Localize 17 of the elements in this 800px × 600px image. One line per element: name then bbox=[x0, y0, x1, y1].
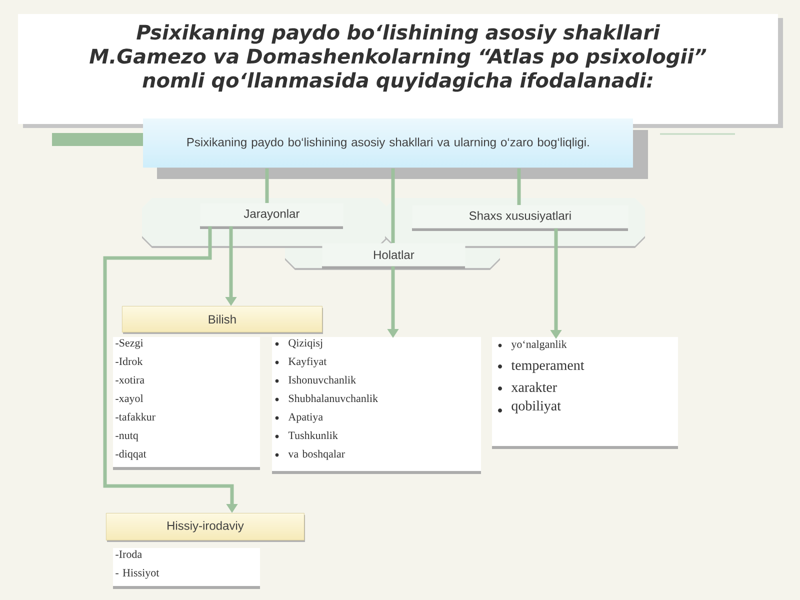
label-box: Shaxs xususiyatlari bbox=[412, 205, 628, 231]
category-box: Bilish bbox=[122, 306, 323, 334]
node-label: Jarayonlar bbox=[244, 209, 300, 220]
label-box: Jarayonlar bbox=[200, 203, 344, 229]
connector bbox=[265, 168, 269, 203]
list-box: Qiziqisj Kayfiyat Ishonuvchanlik Shubhalanuvchanlik Apatiya Tushkunlik va boshqalar bbox=[272, 337, 481, 474]
label-box: Holatlar bbox=[322, 243, 466, 269]
connector bbox=[391, 168, 395, 243]
category-box: Hissiy-irodaviy bbox=[106, 513, 305, 542]
list-box: yo‘nalganlik temperament xarakter qobiliyat bbox=[492, 337, 678, 449]
list-box: -Sezgi -Idrok -xotira -xayol -tafakkur -nutq -diqqat bbox=[113, 337, 260, 470]
title-box: Psixikaning paydo bo‘lishining asosiy shakllari va ularning o‘zaro bog‘liqligi. bbox=[143, 118, 648, 179]
connector bbox=[517, 168, 521, 205]
list-box: -Iroda - Hissiyot bbox=[113, 548, 260, 589]
node-label: Shaxs xususiyatlari bbox=[469, 211, 571, 222]
node-label: Holatlar bbox=[374, 250, 414, 260]
title-box: Psixikaning paydo bo‘lishining asosiy shakllari M.Gamezo va Domashenkolarning “Atlas po psixologii” nomli qo‘llanmasida quyidagicha ifodalanadi: bbox=[18, 14, 783, 128]
